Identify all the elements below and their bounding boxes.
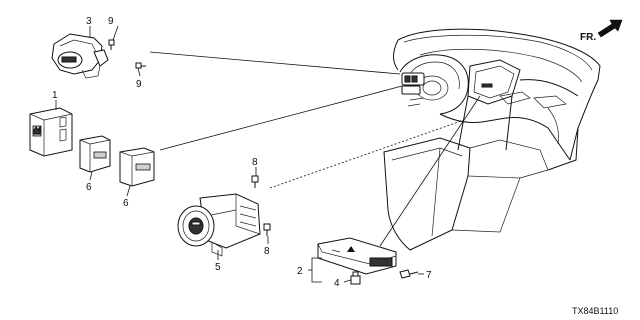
part-1-switch (29, 107, 73, 157)
part-6-blank-cover-left (79, 135, 111, 173)
part-4-clip (350, 271, 361, 285)
front-direction-arrow-icon (597, 19, 623, 38)
part-8-screw-lower (263, 223, 271, 236)
front-direction-label: FR. (580, 32, 596, 43)
callout-6-left: 6 (86, 182, 92, 193)
callout-8-upper: 8 (252, 157, 258, 168)
callout-1: 1 (52, 90, 58, 101)
leader-line-part-2 (379, 95, 481, 247)
leader-line-part-5 (269, 119, 465, 189)
callout-2: 2 (297, 266, 303, 277)
part-7-screw (399, 269, 419, 279)
callout-leaders (55, 25, 424, 283)
part-3-bracket-switch (51, 33, 109, 79)
callout-6-right: 6 (123, 198, 129, 209)
part-9-screw-lower (135, 62, 146, 69)
part-5-ignition-switch (177, 193, 261, 257)
callout-4: 4 (334, 278, 340, 289)
leader-line-part-3 (149, 51, 401, 75)
part-2-hazard-switch (317, 237, 397, 275)
callout-8-lower: 8 (264, 246, 270, 257)
part-8-screw-upper (251, 175, 259, 188)
part-6-blank-cover-right (119, 147, 155, 187)
dashboard-assembly (383, 28, 601, 251)
callout-3: 3 (86, 16, 92, 27)
diagram-part-code: TX84B1110 (572, 306, 618, 316)
part-9-screw-upper (108, 39, 115, 50)
leader-line-part-6 (159, 85, 403, 151)
front-direction-indicator: FR. (580, 19, 623, 43)
callout-7: 7 (426, 270, 432, 281)
callout-5: 5 (215, 262, 221, 273)
callout-9-lower: 9 (136, 79, 142, 90)
callout-9-upper: 9 (108, 16, 114, 27)
